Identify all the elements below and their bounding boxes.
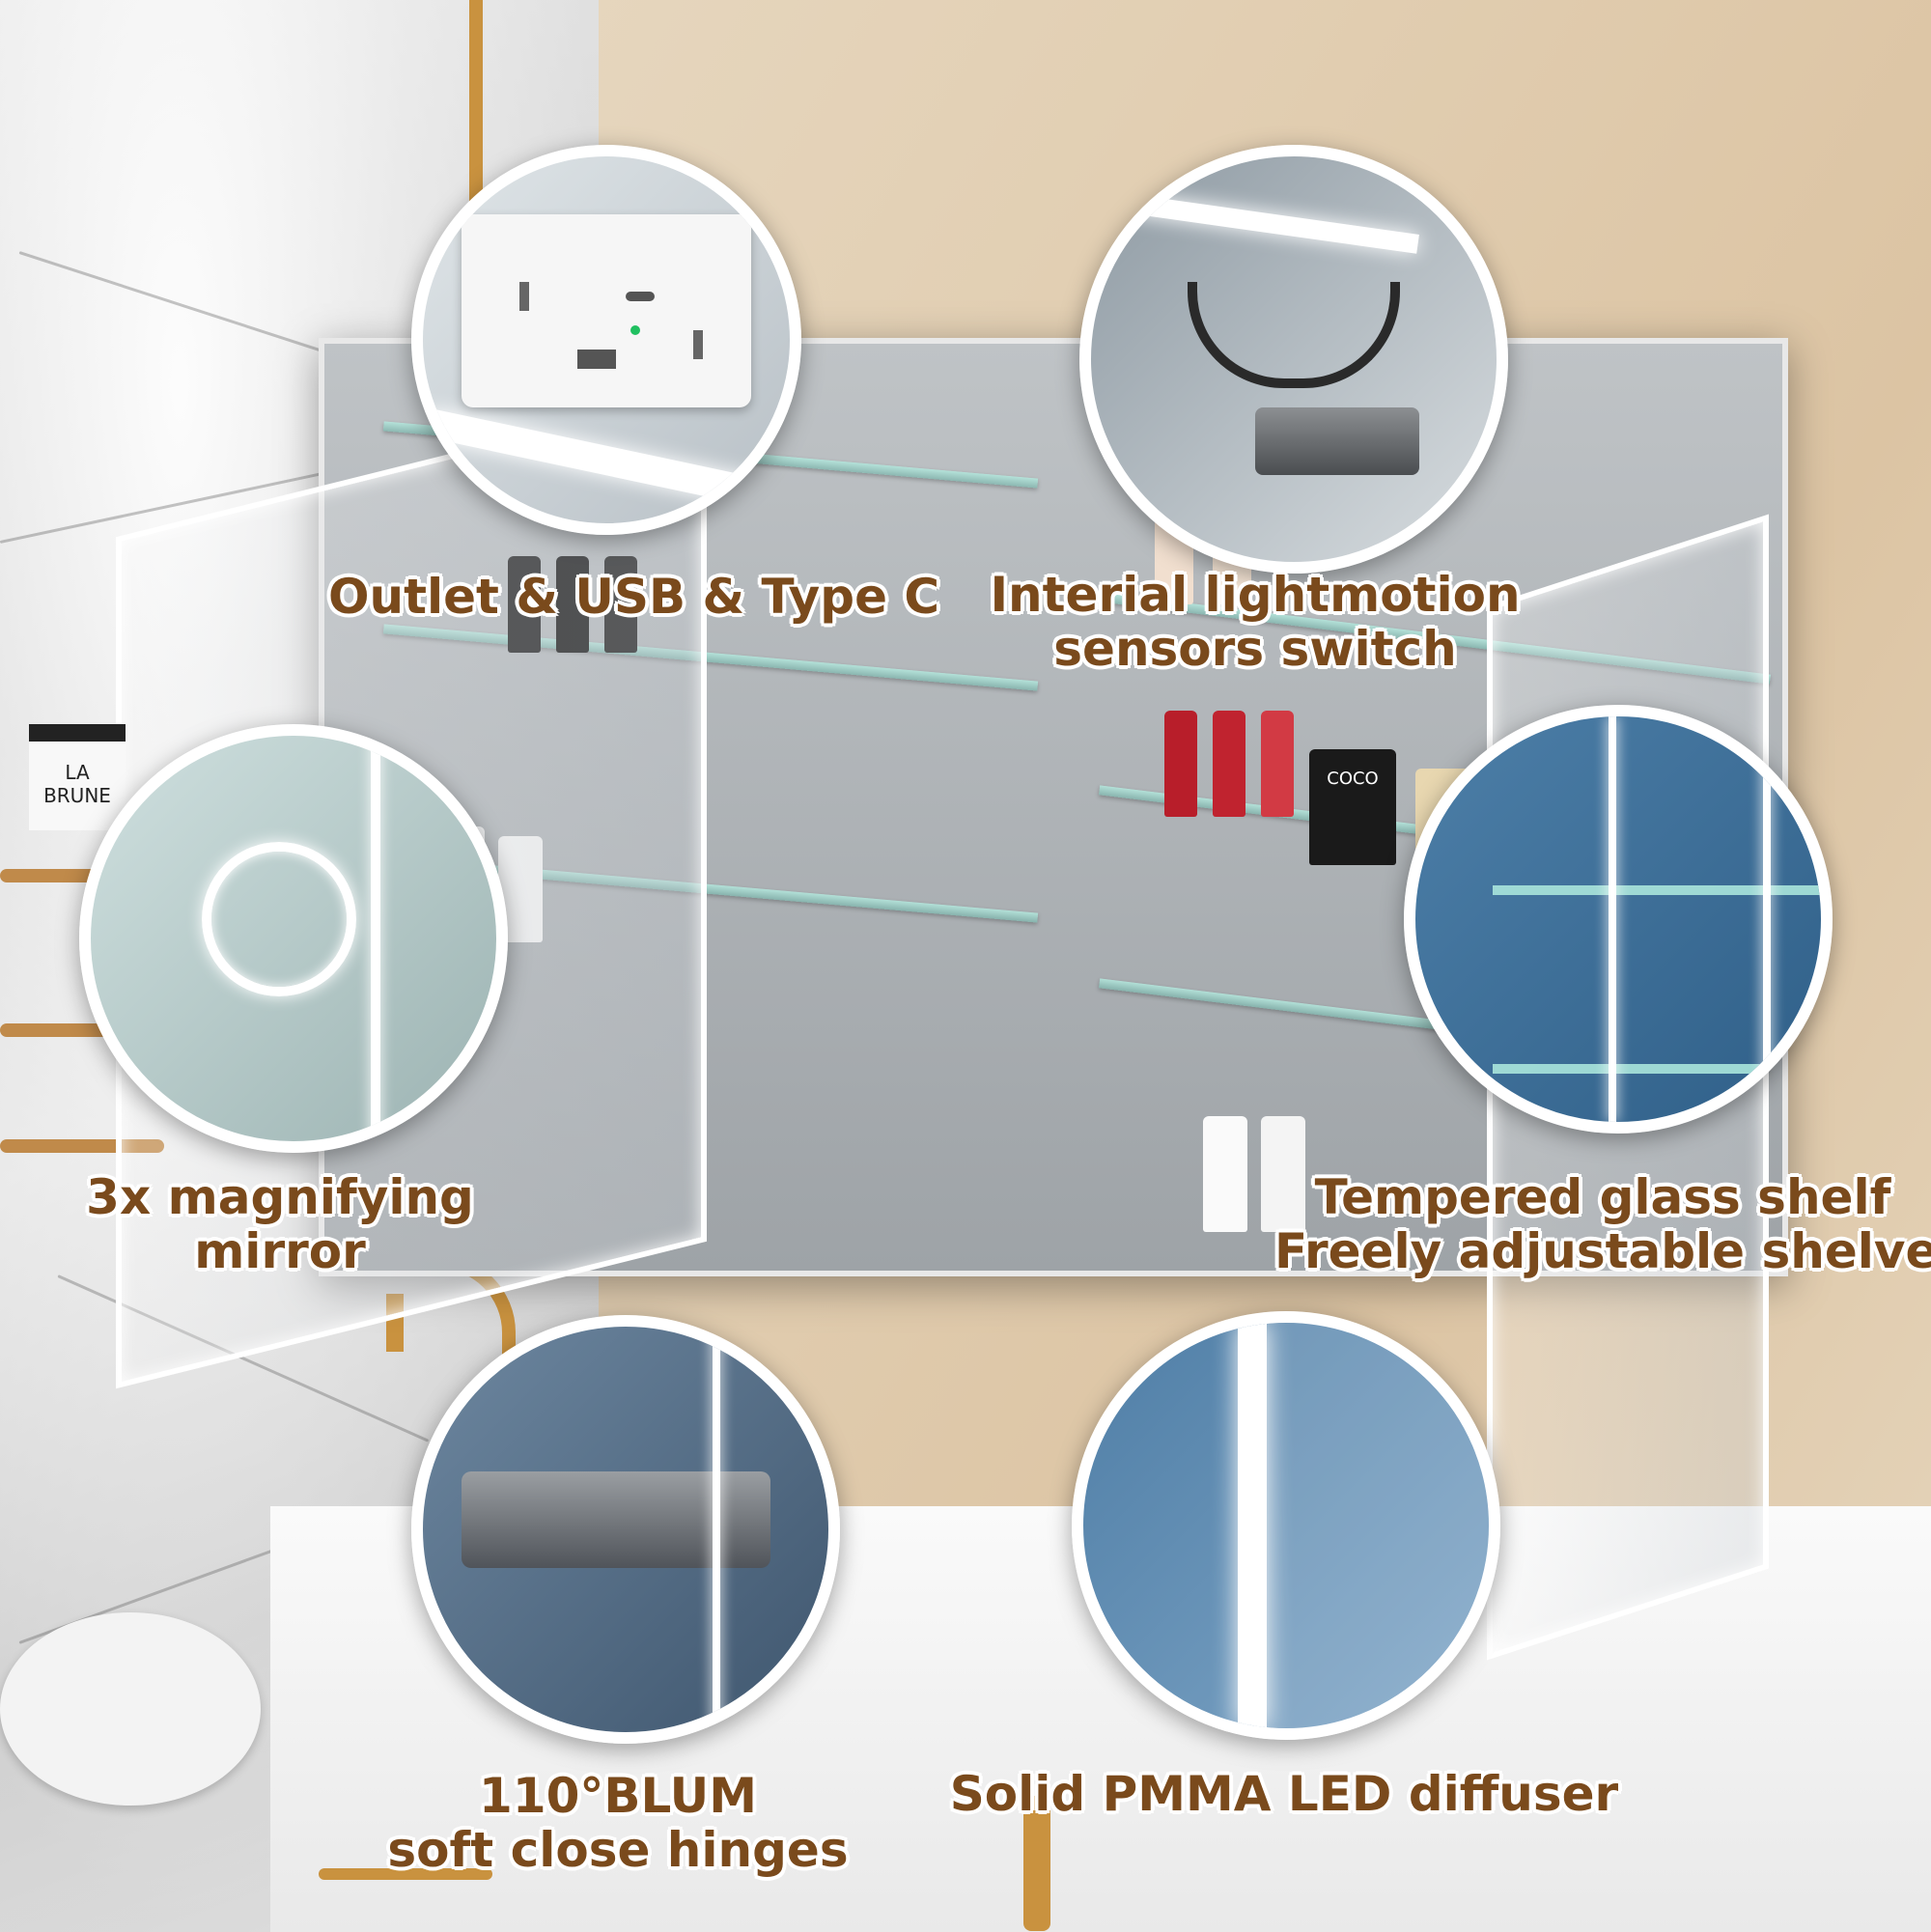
hinge-callout: 110°BLUM soft close hinges: [328, 1769, 908, 1877]
towel-bar: [0, 1139, 164, 1153]
outlet-callout-text: Outlet & USB & Type C: [328, 569, 940, 625]
lipstick: [1261, 711, 1294, 817]
magnifier-detail-circle: [79, 724, 508, 1153]
diffuser-callout-text: Solid PMMA LED diffuser: [949, 1766, 1619, 1822]
lipstick: [1164, 711, 1197, 817]
led-strip: [1130, 194, 1419, 254]
hinge-detail-circle: [411, 1315, 840, 1744]
lipstick: [556, 556, 589, 653]
magnifier-callout-line2: mirror: [194, 1223, 366, 1279]
magnifier-ring-icon: [202, 842, 356, 996]
glass-shelf-icon: [1493, 1064, 1821, 1074]
diffuser-callout: Solid PMMA LED diffuser: [946, 1767, 1622, 1821]
sensor-callout-line2: sensors switch: [1053, 621, 1457, 677]
magnifier-callout-line1: 3x magnifying: [86, 1169, 474, 1225]
cosmetic-box-label: COCO: [1327, 769, 1379, 789]
hinge-callout-line1: 110°BLUM: [479, 1768, 757, 1824]
sensor-detail-circle: [1079, 145, 1508, 574]
outlet-plate-icon: [462, 214, 751, 407]
shelf-callout-line1: Tempered glass shelf: [1314, 1169, 1891, 1225]
outlet-slot-icon: [693, 330, 703, 359]
mirror-edge: [1267, 1323, 1489, 1728]
indicator-light-icon: [630, 325, 640, 335]
toilet: [0, 1612, 261, 1806]
outlet-slot-icon: [519, 282, 529, 311]
led-strip: [1609, 716, 1616, 1122]
pmma-diffuser-icon: [1238, 1323, 1267, 1728]
faucet-left-stem: [386, 1294, 404, 1352]
faucet-right: [1023, 1796, 1050, 1931]
shelf-callout: Tempered glass shelf Freely adjustable s…: [1274, 1170, 1931, 1278]
sensor-callout-line1: Interial lightmotion: [990, 567, 1521, 623]
hinge-icon: [1255, 407, 1419, 475]
type-c-port-icon: [626, 292, 655, 301]
outlet-detail-circle: [411, 145, 801, 535]
shelf-detail-circle: [1404, 705, 1833, 1134]
outlet-callout: Outlet & USB & Type C: [328, 569, 940, 625]
jar-label: LA BRUNE: [43, 761, 111, 807]
led-strip: [371, 736, 380, 1141]
lipstick: [508, 556, 541, 653]
usb-port-icon: [577, 350, 616, 369]
lipstick: [1213, 711, 1245, 817]
vanity-drawer-handle: [319, 1868, 492, 1880]
lipstick: [604, 556, 637, 653]
sensor-callout: Interial lightmotion sensors switch: [966, 568, 1545, 676]
led-strip: [1763, 716, 1771, 1122]
shelf-callout-line2: Freely adjustable shelves: [1274, 1223, 1931, 1279]
glass-shelf-icon: [1493, 885, 1821, 895]
white-bottle: [1203, 1116, 1247, 1232]
perfume-box: COCO: [1309, 749, 1396, 865]
jar: LA BRUNE: [29, 724, 126, 830]
hinge-callout-line2: soft close hinges: [387, 1822, 849, 1878]
magnifier-callout: 3x magnifying mirror: [29, 1170, 531, 1278]
diffuser-detail-circle: [1072, 1311, 1500, 1740]
sensor-cable-icon: [1188, 282, 1400, 388]
blum-hinge-icon: [462, 1471, 770, 1568]
led-strip: [713, 1327, 720, 1732]
white-bottle: [1261, 1116, 1305, 1232]
